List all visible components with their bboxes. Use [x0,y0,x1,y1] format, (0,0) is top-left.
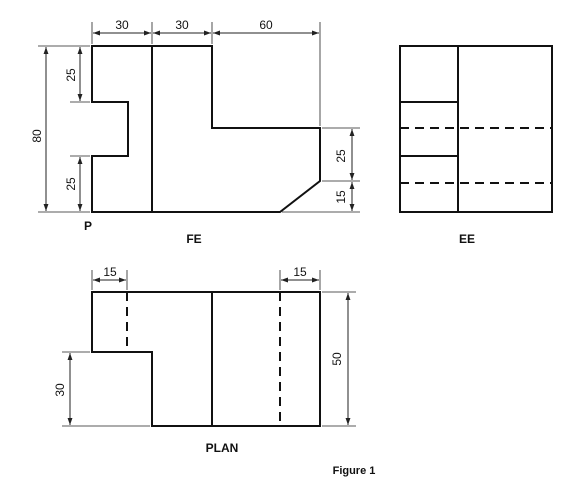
dim-right-upper: 25 [334,149,348,163]
dim-left-bottom: 25 [64,177,78,191]
end-elevation-view: EE [399,45,553,246]
figure-caption: Figure 1 [333,465,376,477]
front-elevation-label: FE [186,232,201,246]
dim-top-right: 60 [259,18,273,32]
dim-plan-right: 50 [330,352,344,366]
plan-view: 15 15 30 50 PLAN [53,265,356,455]
dim-right-lower: 15 [334,190,348,204]
plan-outline [91,291,321,427]
end-elevation-label: EE [459,232,475,246]
dim-top-mid: 30 [175,18,189,32]
dim-plan-top-left: 15 [103,265,117,279]
front-outline [91,45,321,213]
dim-left-top: 25 [64,68,78,82]
dim-plan-left: 30 [53,383,67,397]
point-label-p: P [84,219,92,233]
dim-height-total: 80 [30,129,44,143]
front-elevation-view: 30 30 60 80 25 25 25 15 P FE [30,18,360,246]
dim-top-left: 30 [115,18,129,32]
dim-plan-top-right: 15 [293,265,307,279]
plan-label: PLAN [206,441,239,455]
